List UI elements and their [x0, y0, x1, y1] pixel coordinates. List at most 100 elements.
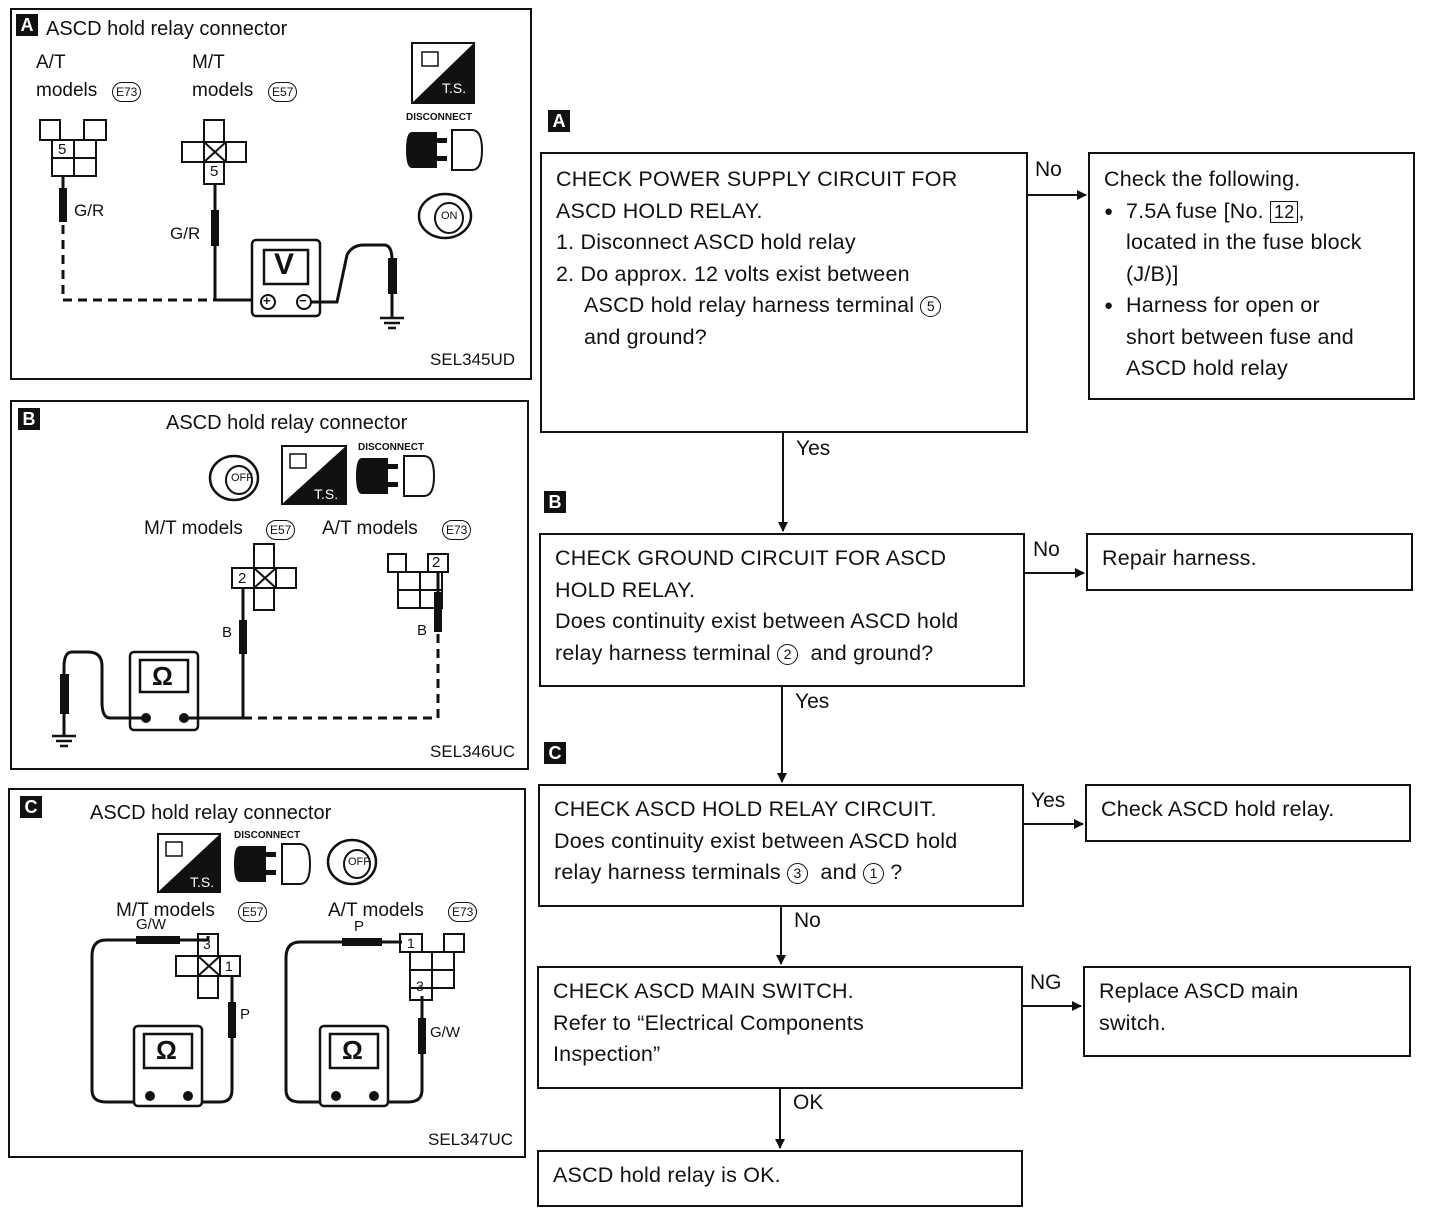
panel-c-ts-label: T.S. [190, 874, 215, 890]
panel-a-at-line2: models [36, 80, 98, 101]
panel-b-at-label: A/T models [322, 518, 418, 539]
result-d-box: Replace ASCD main switch. [1083, 966, 1411, 1057]
panel-c-meter-left-symbol: Ω [156, 1035, 177, 1065]
panel-c-mt-terminal-3: 3 [203, 936, 211, 952]
step-b-line4: relay harness terminal 2 and ground? [555, 638, 1009, 670]
step-d-line3: Inspection” [553, 1042, 661, 1066]
panel-b-title: ASCD hold relay connector [166, 412, 408, 434]
panel-a-wire-mt: G/R [170, 224, 201, 243]
panel-a-terminal-at: 5 [58, 141, 67, 158]
step-a-line5: ASCD hold relay harness terminal 5 [556, 290, 1012, 322]
panel-b-terminal-mt: 2 [238, 570, 247, 587]
panel-b-wire-mt: B [222, 624, 233, 641]
flow-tag-c: C [544, 742, 566, 764]
result-a-line5: Harness for open or [1104, 290, 1399, 322]
yes-label-a: Yes [796, 437, 831, 460]
panel-a-mt-connector: E57 [268, 82, 298, 102]
step-c-box: CHECK ASCD HOLD RELAY CIRCUIT. Does cont… [538, 784, 1024, 907]
step-b-line4-text: relay harness terminal [555, 640, 771, 665]
no-label-a: No [1035, 158, 1062, 181]
yes-label-c: Yes [1031, 789, 1066, 812]
step-b-line3: Does continuity exist between ASCD hold [555, 609, 959, 633]
panel-c-wire-p-mt: P [240, 1006, 251, 1023]
panel-c-wire-p-at: P [354, 918, 365, 935]
step-d-line1: CHECK ASCD MAIN SWITCH. [553, 979, 854, 1003]
result-a-line1: Check the following. [1104, 167, 1301, 191]
step-a-line5-text: ASCD hold relay harness terminal [584, 293, 915, 317]
step-a-line6: and ground? [584, 324, 707, 349]
panel-a-key-label: ON [441, 210, 458, 222]
panel-b-code: SEL346UC [430, 742, 516, 761]
panel-a-at-connector: E73 [112, 82, 142, 102]
step-b-terminal-2: 2 [777, 643, 799, 665]
step-b-box: CHECK GROUND CIRCUIT FOR ASCD HOLD RELAY… [539, 533, 1025, 687]
panel-c-key-label: OFF [348, 856, 370, 868]
result-b-text: Repair harness. [1102, 546, 1257, 570]
final-box: ASCD hold relay is OK. [537, 1150, 1023, 1207]
step-a-line3: 1. Disconnect ASCD hold relay [556, 230, 856, 254]
panel-c-title: ASCD hold relay connector [90, 802, 332, 824]
panel-b-mt-connector: E57 [266, 520, 296, 540]
yes-label-b: Yes [795, 690, 830, 713]
panel-a-ts-label: T.S. [442, 80, 467, 96]
panel-a-letter: A [16, 14, 38, 36]
panel-b-terminal-at: 2 [432, 554, 441, 571]
result-a-line7: ASCD hold relay [1126, 356, 1288, 380]
flow-tag-b: B [544, 491, 566, 513]
no-label-b: No [1033, 538, 1060, 561]
no-label-c: No [794, 909, 821, 932]
panel-b-meter-symbol: Ω [152, 661, 173, 691]
result-a-line3: located in the fuse block [1126, 230, 1362, 254]
step-c-line3-text: relay harness terminals [554, 860, 781, 884]
panel-b-wire-at: B [417, 622, 428, 639]
flow-tag-a: A [548, 110, 570, 132]
result-c-box: Check ASCD hold relay. [1085, 784, 1411, 842]
panel-c: C ASCD hold relay connector T.S. DISCONN… [8, 788, 526, 1158]
step-d-line2: Refer to “Electrical Components [553, 1010, 864, 1035]
result-a-line2-comma: , [1298, 198, 1305, 223]
panel-b-disconnect-label: DISCONNECT [358, 442, 425, 453]
panel-c-disconnect-label: DISCONNECT [234, 830, 301, 841]
panel-a: A ASCD hold relay connector A/T models E… [10, 8, 532, 380]
panel-c-wiring [90, 833, 465, 1108]
panel-a-minus-terminal: − [299, 293, 307, 308]
step-a-line4: 2. Do approx. 12 volts exist between [556, 261, 910, 286]
panel-a-mt-line2: models [192, 80, 254, 101]
step-a-line2: ASCD HOLD RELAY. [556, 198, 763, 223]
panel-b: B ASCD hold relay connector OFF T.S. DIS… [10, 400, 529, 770]
step-a-terminal-5: 5 [920, 296, 942, 317]
panel-c-at-connector: E73 [448, 902, 478, 922]
panel-c-code: SEL347UC [428, 1130, 514, 1149]
result-a-fuse-number: 12 [1270, 200, 1299, 223]
panel-c-wire-gw-at: G/W [430, 1024, 460, 1041]
result-b-box: Repair harness. [1086, 533, 1413, 591]
step-b-line4-end: and ground? [810, 640, 934, 665]
panel-c-at-terminal-3: 3 [416, 978, 424, 994]
panel-a-terminal-mt: 5 [210, 163, 219, 180]
step-c-line1: CHECK ASCD HOLD RELAY CIRCUIT. [554, 797, 937, 821]
step-a-box: CHECK POWER SUPPLY CIRCUIT FOR ASCD HOLD… [540, 152, 1028, 433]
panel-b-letter: B [18, 408, 40, 430]
panel-a-code: SEL345UD [430, 350, 516, 369]
panel-c-mt-label: M/T models [116, 900, 215, 921]
final-text: ASCD hold relay is OK. [553, 1163, 781, 1187]
step-c-and: and [820, 860, 857, 884]
panel-a-meter-symbol: V [274, 248, 295, 281]
panel-a-title: ASCD hold relay connector [46, 18, 288, 40]
panel-a-mt-line1: M/T [192, 52, 225, 73]
panel-a-at-line1: A/T [36, 52, 66, 73]
step-b-line1: CHECK GROUND CIRCUIT FOR ASCD [555, 546, 947, 570]
result-a-line2-text: 7.5A fuse [No. [1126, 198, 1264, 223]
panel-c-at-label: A/T models [328, 900, 424, 921]
step-c-terminal-1: 1 [863, 863, 885, 884]
panel-b-key-label: OFF [231, 472, 253, 484]
panel-a-wiring [39, 42, 484, 330]
ng-label-d: NG [1030, 971, 1062, 994]
step-b-line2: HOLD RELAY. [555, 577, 696, 602]
panel-b-wiring [52, 445, 449, 748]
step-c-line3: relay harness terminals 3 and 1 ? [554, 857, 1008, 889]
result-c-text: Check ASCD hold relay. [1101, 797, 1335, 821]
step-c-line2: Does continuity exist between ASCD hold [554, 828, 958, 853]
step-c-terminal-3: 3 [787, 863, 809, 884]
step-a-line1: CHECK POWER SUPPLY CIRCUIT FOR [556, 167, 958, 191]
